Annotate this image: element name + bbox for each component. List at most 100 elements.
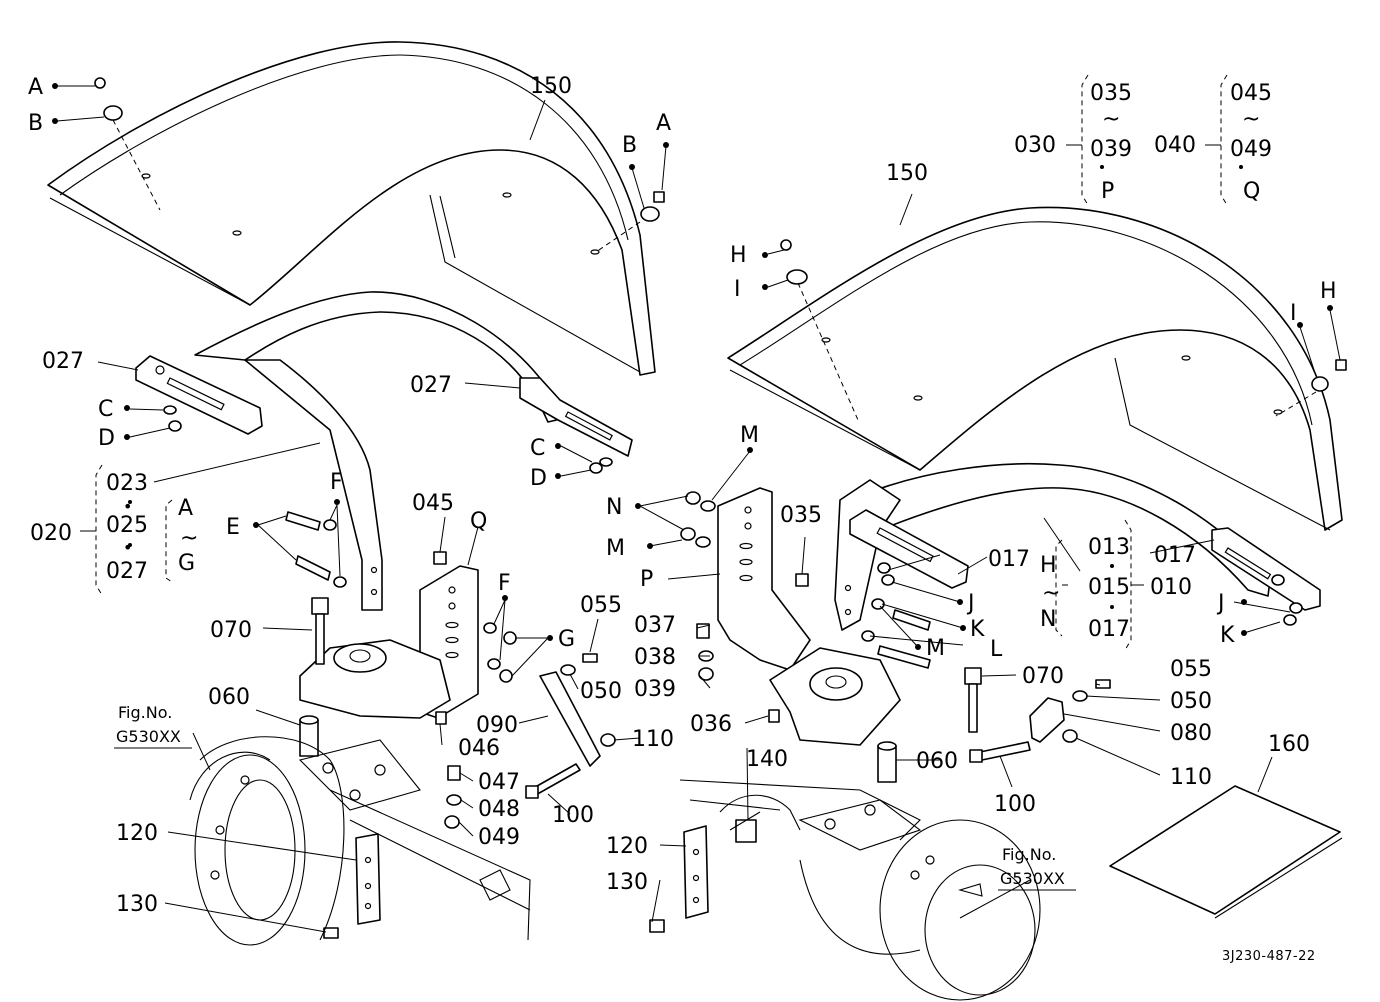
label-100-right: 100 — [994, 792, 1036, 817]
link-080 — [1029, 697, 1065, 743]
right-bracket-casting — [769, 647, 901, 746]
bolt-100-right — [969, 741, 1031, 763]
label-035-right: 035 — [780, 503, 822, 528]
hose-140 — [719, 794, 801, 843]
label-J-1: J — [966, 591, 975, 616]
label-J-2: J — [1216, 591, 1225, 616]
label-A-1: A — [28, 75, 43, 100]
label-dot-025: • — [123, 497, 132, 516]
bolt-070-left — [311, 597, 329, 665]
label-N-1: N — [606, 495, 622, 520]
label-017-c: 017 — [1154, 543, 1196, 568]
spacer-060-right — [877, 741, 897, 783]
label-025: 025 — [106, 513, 148, 538]
label-080: 080 — [1170, 721, 1212, 746]
small-hardware — [94, 77, 1347, 939]
label-060-right: 060 — [916, 749, 958, 774]
label-M-3: M — [926, 636, 945, 661]
label-039-right: 039 — [634, 677, 676, 702]
label-027-left: 027 — [42, 349, 84, 374]
label-tilde-AG: ~ — [180, 526, 198, 551]
label-M-1: M — [740, 423, 759, 448]
label-I-1: I — [734, 277, 741, 302]
label-K-1: K — [970, 617, 985, 642]
label-Q: Q — [470, 509, 487, 534]
plate-120-right — [683, 825, 709, 919]
label-040: 040 — [1154, 133, 1196, 158]
label-039-top: 039 — [1090, 137, 1132, 162]
label-017-b: 017 — [1088, 617, 1130, 642]
label-049-top: 049 — [1230, 137, 1272, 162]
label-010: 010 — [1150, 575, 1192, 600]
label-140: 140 — [746, 747, 788, 772]
label-120-right: 120 — [606, 834, 648, 859]
label-110-right: 110 — [1170, 765, 1212, 790]
label-070-left: 070 — [210, 618, 252, 643]
assembly-braces — [80, 74, 1228, 651]
label-tilde-040: ~ — [1242, 107, 1260, 132]
label-090: 090 — [476, 713, 518, 738]
label-050-left: 050 — [580, 679, 622, 704]
fig-ref-right-prefix: Fig.No. — [1002, 845, 1056, 864]
label-038: 038 — [634, 645, 676, 670]
label-110-left: 110 — [632, 727, 674, 752]
label-100-left: 100 — [552, 803, 594, 828]
label-023: 023 — [106, 471, 148, 496]
label-030: 030 — [1014, 133, 1056, 158]
label-017-a: 017 — [988, 547, 1030, 572]
label-G-range: G — [178, 551, 195, 576]
label-150-right: 150 — [886, 161, 928, 186]
bolt-070-right — [964, 667, 982, 733]
leader-dots — [52, 83, 1333, 650]
label-Q-top: Q — [1243, 179, 1260, 204]
label-027-center: 027 — [410, 373, 452, 398]
label-055-left: 055 — [580, 593, 622, 618]
label-F-2: F — [498, 571, 511, 596]
label-tilde-030: ~ — [1102, 107, 1120, 132]
label-055-right: 055 — [1170, 657, 1212, 682]
spacer-060-left — [299, 715, 319, 757]
right-bracket-017-a — [849, 509, 969, 589]
bracket-plate-P — [717, 487, 811, 671]
label-015: 015 — [1088, 575, 1130, 600]
label-N-range: N — [1040, 607, 1056, 632]
label-I-2: I — [1290, 301, 1297, 326]
label-L: L — [990, 637, 1003, 662]
label-D-1: D — [98, 426, 115, 451]
label-A-range: A — [178, 496, 193, 521]
fig-ref-left-prefix: Fig.No. — [118, 703, 172, 722]
part-160-sheet — [1109, 785, 1343, 919]
label-C-1: C — [98, 397, 113, 422]
left-fender-cover — [47, 41, 656, 376]
label-070-right: 070 — [1022, 664, 1064, 689]
label-035-top: 035 — [1090, 81, 1132, 106]
label-027-group: 027 — [106, 559, 148, 584]
label-130-right: 130 — [606, 870, 648, 895]
label-D-2: D — [530, 466, 547, 491]
label-160: 160 — [1268, 732, 1310, 757]
label-020: 020 — [30, 521, 72, 546]
label-G: G — [558, 627, 575, 652]
leader-lines — [56, 85, 1341, 933]
label-C-2: C — [530, 436, 545, 461]
label-H-range: H — [1040, 553, 1057, 578]
text-labels: A B A B C D C D E F Q F G H I H I M N M … — [28, 74, 1337, 964]
left-bracket-027-b — [519, 377, 633, 457]
left-axle-housing — [189, 736, 531, 946]
label-tilde-HN: ~ — [1042, 581, 1060, 606]
left-bracket-027-a — [135, 355, 263, 435]
label-M-2: M — [606, 536, 625, 561]
label-H-1: H — [730, 243, 747, 268]
label-H-2: H — [1320, 279, 1337, 304]
right-axle-housing — [679, 779, 1041, 1001]
label-B-2: B — [622, 133, 637, 158]
label-F-1: F — [330, 470, 343, 495]
right-fender-cover — [727, 206, 1343, 531]
label-B-1: B — [28, 111, 43, 136]
label-047: 047 — [478, 770, 520, 795]
plate-120-left — [355, 833, 381, 925]
right-bracket-017-b — [1211, 527, 1321, 611]
label-A-2: A — [656, 111, 671, 136]
bolt-100-left — [525, 763, 581, 799]
link-090 — [539, 671, 601, 767]
